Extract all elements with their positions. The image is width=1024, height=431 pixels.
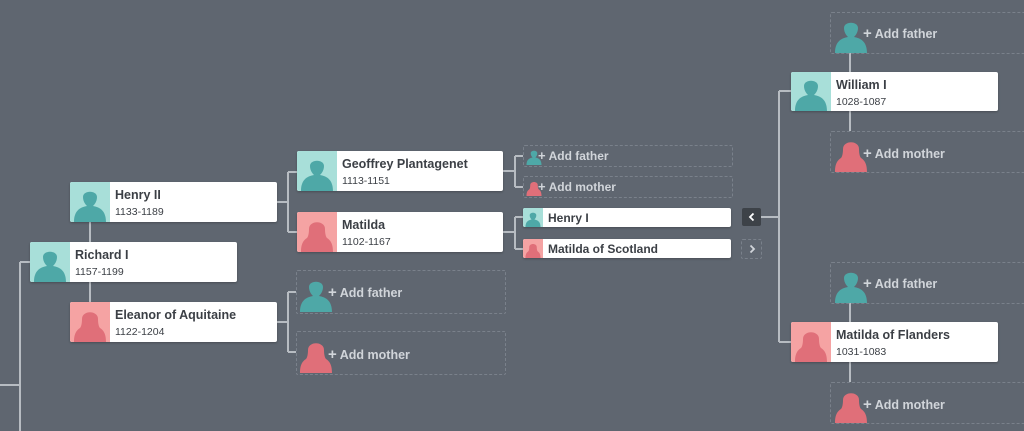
person-dates: 1133-1189 xyxy=(115,206,164,218)
plus-icon: + xyxy=(538,179,546,194)
female-silhouette-icon xyxy=(834,387,868,423)
male-silhouette-icon xyxy=(834,17,868,53)
add-mother-button[interactable]: +Add mother xyxy=(830,382,1024,424)
person-card-richard-i[interactable]: Richard I 1157-1199 xyxy=(30,242,237,282)
person-dates: 1028-1087 xyxy=(836,96,887,108)
female-avatar-icon xyxy=(523,239,543,258)
add-mother-text: Add mother xyxy=(874,147,945,161)
chevron-left-icon xyxy=(748,212,754,222)
person-name: Richard I xyxy=(75,248,129,262)
person-dates: 1113-1151 xyxy=(342,175,390,187)
male-avatar-icon xyxy=(30,242,70,282)
add-mother-text: Add mother xyxy=(548,180,616,194)
add-mother-text: Add mother xyxy=(874,398,945,412)
add-mother-label: +Add mother xyxy=(538,179,616,194)
plus-icon: + xyxy=(328,284,337,301)
plus-icon: + xyxy=(328,346,337,363)
plus-icon: + xyxy=(863,25,872,42)
chevron-right-icon xyxy=(749,244,755,254)
add-father-text: Add father xyxy=(874,27,938,41)
female-silhouette-icon xyxy=(834,136,868,172)
person-dates: 1031-1083 xyxy=(836,346,887,358)
person-name: Henry II xyxy=(115,188,161,202)
add-father-button[interactable]: +Add father xyxy=(523,145,733,167)
male-silhouette-icon xyxy=(834,267,868,303)
male-silhouette-icon xyxy=(526,148,542,165)
add-father-text: Add father xyxy=(339,286,403,300)
add-father-button[interactable]: +Add father xyxy=(830,262,1024,304)
add-mother-label: +Add mother xyxy=(863,396,945,413)
add-father-label: +Add father xyxy=(328,284,402,301)
person-name: Geoffrey Plantagenet xyxy=(342,157,468,171)
female-silhouette-icon xyxy=(299,337,333,373)
add-mother-label: +Add mother xyxy=(863,145,945,162)
person-card-matilda-of-scotland[interactable]: Matilda of Scotland xyxy=(523,239,731,258)
add-father-label: +Add father xyxy=(863,25,937,42)
add-mother-label: +Add mother xyxy=(328,346,410,363)
plus-icon: + xyxy=(863,145,872,162)
add-mother-button[interactable]: +Add mother xyxy=(830,131,1024,173)
female-avatar-icon xyxy=(791,322,831,362)
person-card-william-i[interactable]: William I 1028-1087 xyxy=(791,72,998,111)
plus-icon: + xyxy=(863,396,872,413)
male-avatar-icon xyxy=(523,208,543,227)
plus-icon: + xyxy=(863,275,872,292)
person-dates: 1157-1199 xyxy=(75,266,124,278)
add-father-button[interactable]: +Add father xyxy=(830,12,1024,54)
add-mother-text: Add mother xyxy=(339,348,410,362)
add-mother-button[interactable]: +Add mother xyxy=(296,331,506,375)
add-father-label: +Add father xyxy=(863,275,937,292)
male-avatar-icon xyxy=(791,72,831,111)
female-avatar-icon xyxy=(70,302,110,342)
person-card-matilda-of-flanders[interactable]: Matilda of Flanders 1031-1083 xyxy=(791,322,998,362)
male-silhouette-icon xyxy=(299,276,333,312)
add-father-text: Add father xyxy=(548,149,609,163)
person-card-eleanor-of-aquitaine[interactable]: Eleanor of Aquitaine 1122-1204 xyxy=(70,302,277,342)
add-father-label: +Add father xyxy=(538,148,609,163)
expand-branch-button[interactable] xyxy=(741,239,762,259)
add-father-text: Add father xyxy=(874,277,938,291)
person-name: Matilda xyxy=(342,218,386,232)
male-avatar-icon xyxy=(70,182,110,222)
person-card-henry-ii[interactable]: Henry II 1133-1189 xyxy=(70,182,277,222)
add-father-button[interactable]: +Add father xyxy=(296,270,506,314)
person-name: William I xyxy=(836,78,887,92)
add-mother-button[interactable]: +Add mother xyxy=(523,176,733,198)
female-silhouette-icon xyxy=(526,179,542,196)
female-avatar-icon xyxy=(297,212,337,252)
person-dates: 1102-1167 xyxy=(342,236,391,248)
person-name: Matilda of Flanders xyxy=(836,328,950,342)
person-card-geoffrey-plantagenet[interactable]: Geoffrey Plantagenet 1113-1151 xyxy=(297,151,503,191)
male-avatar-icon xyxy=(297,151,337,191)
person-card-henry-i[interactable]: Henry I xyxy=(523,208,731,227)
person-name: Eleanor of Aquitaine xyxy=(115,308,237,322)
person-name: Henry I xyxy=(548,211,589,225)
person-name: Matilda of Scotland xyxy=(548,242,659,256)
collapse-branch-button[interactable] xyxy=(742,208,761,226)
plus-icon: + xyxy=(538,148,546,163)
person-dates: 1122-1204 xyxy=(115,326,165,338)
person-card-matilda[interactable]: Matilda 1102-1167 xyxy=(297,212,503,252)
